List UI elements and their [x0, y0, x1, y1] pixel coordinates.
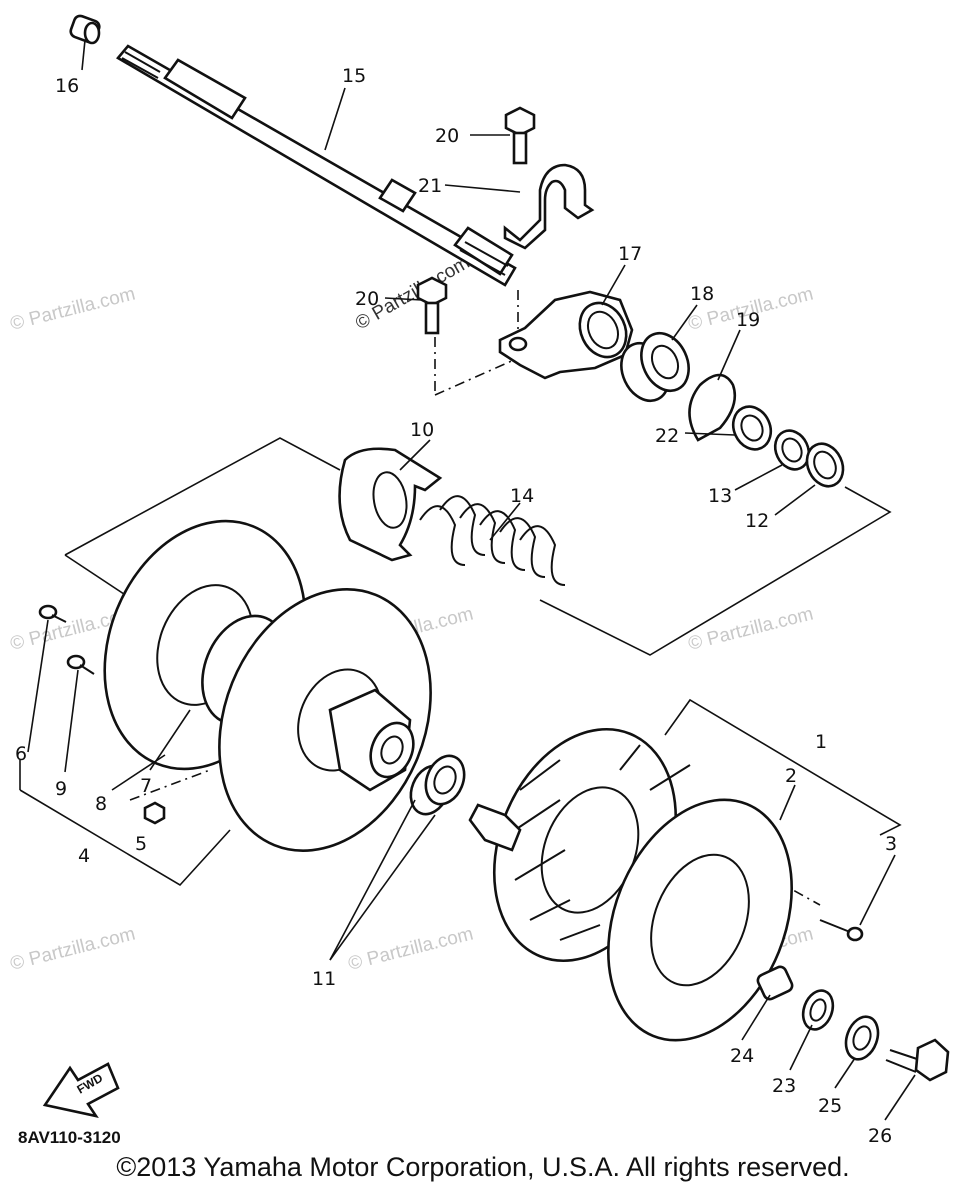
watermark: © Partzilla.com: [346, 924, 475, 975]
callout-1: 1: [815, 731, 827, 753]
assembly-brackets: [19, 290, 902, 906]
plate-part-2: [607, 798, 793, 1042]
screw-part-3: [819, 919, 864, 942]
bracket-upper-right: [539, 486, 892, 656]
shaft-part-15: [116, 44, 517, 287]
callout-7: 7: [140, 775, 152, 797]
bracket-upper-left-drop: [64, 554, 131, 599]
bearing-part-18: [620, 331, 690, 403]
callout-24: 24: [730, 1045, 754, 1067]
copyright-notice: ©2013 Yamaha Motor Corporation, U.S.A. A…: [116, 1152, 850, 1182]
cap-part-16: [69, 14, 101, 45]
callout-26: 26: [868, 1125, 892, 1147]
bracket-lower-left: [19, 789, 231, 887]
callout-13: 13: [708, 485, 732, 507]
watermark: © Partzilla.com: [686, 604, 815, 655]
callout-14: 14: [510, 485, 534, 507]
drawing-code: 8AV110-3120: [18, 1128, 121, 1147]
watermark: © Partzilla.com: [8, 284, 137, 335]
bolt-part-20-lower: [416, 276, 448, 335]
callout-11: 11: [312, 968, 336, 990]
bolt-part-26: [885, 1038, 950, 1082]
callout-2: 2: [785, 765, 797, 787]
bracket-upper-left: [64, 437, 341, 556]
callout-5: 5: [135, 833, 147, 855]
sheave-part-4: [218, 588, 432, 852]
forward-arrow-icon: FWD: [42, 1062, 120, 1118]
clamp-part-21: [503, 163, 595, 250]
callout-20-upper: 20: [435, 125, 459, 147]
callout-4: 4: [78, 845, 90, 867]
nut-part-5: [143, 801, 166, 825]
snap-ring-part-19: [688, 373, 737, 442]
callout-labels: 1 2 3 4 5 6 7 8 9 10 11 12 13 14 15 16 1…: [15, 65, 897, 1147]
fastener-part-9: [66, 654, 95, 675]
callout-20-lower: 20: [355, 288, 379, 310]
centerline: [434, 354, 526, 396]
spring-part-14: [419, 495, 566, 586]
callout-15: 15: [342, 65, 366, 87]
callout-8: 8: [95, 793, 107, 815]
callout-10: 10: [410, 419, 434, 441]
callout-21: 21: [418, 175, 442, 197]
callout-3: 3: [885, 833, 897, 855]
callout-17: 17: [618, 243, 642, 265]
washer-part-22: [731, 405, 773, 451]
centerline: [129, 769, 211, 801]
fastener-part-6: [38, 604, 67, 623]
callout-18: 18: [690, 283, 714, 305]
callout-22: 22: [655, 425, 679, 447]
washer-part-25: [844, 1015, 880, 1061]
bearing-housing-part-17: [498, 290, 634, 380]
spacer-part-24: [756, 965, 794, 1001]
bolt-part-20-upper: [504, 106, 536, 165]
callout-19: 19: [736, 309, 760, 331]
leader-lines: [27, 39, 916, 1121]
washer-part-23: [801, 989, 835, 1031]
callout-12: 12: [745, 510, 769, 532]
callout-23: 23: [772, 1075, 796, 1097]
washer-part-13: [773, 429, 811, 471]
cam-part-10: [338, 447, 443, 562]
callout-9: 9: [55, 778, 67, 800]
bushing-part-11: [409, 754, 466, 816]
washer-part-12: [805, 442, 845, 488]
callout-16: 16: [55, 75, 79, 97]
watermark: © Partzilla.com: [8, 924, 137, 975]
callout-25: 25: [818, 1095, 842, 1117]
callout-6: 6: [15, 743, 27, 765]
bracket-lower-right: [664, 698, 902, 836]
